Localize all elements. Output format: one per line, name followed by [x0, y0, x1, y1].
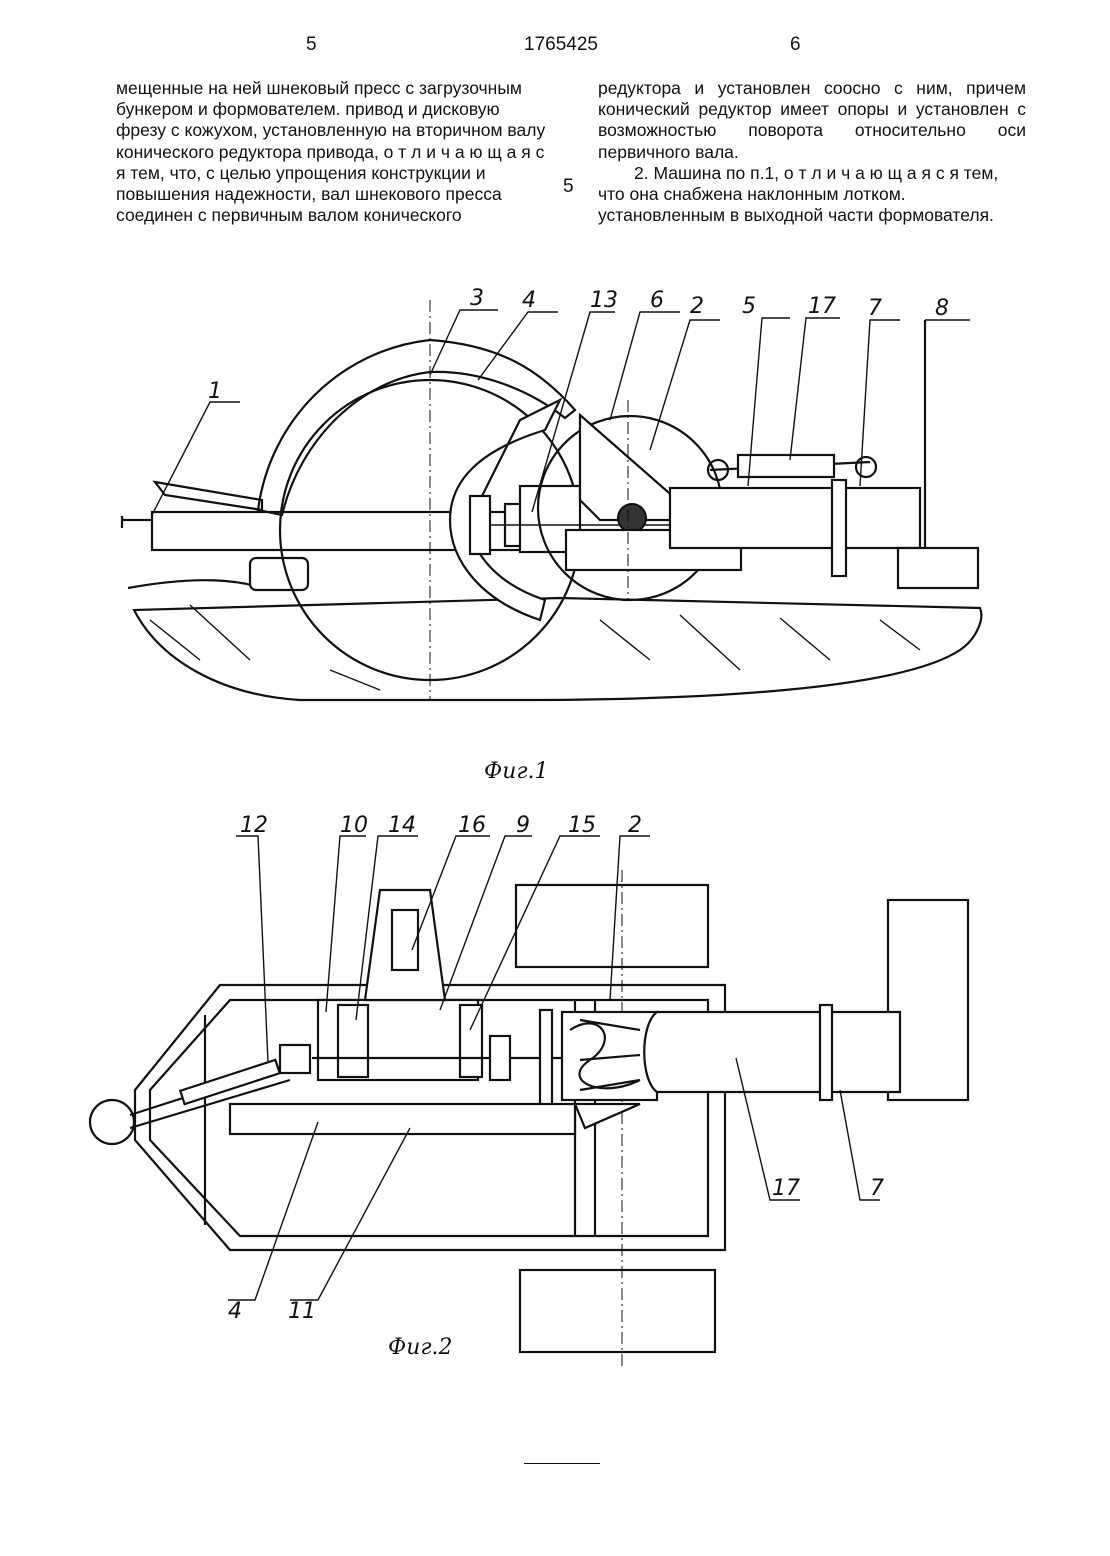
claim-1-ending: редуктора и установлен соосно с ним, при… [598, 78, 1026, 163]
figure-1-drawing: 1 3 4 13 6 2 5 17 7 8 Фиг.1 [0, 280, 1110, 800]
plate [540, 1010, 552, 1114]
page-number-left: 5 [306, 34, 317, 56]
universal-joint [280, 1045, 310, 1073]
bearing-left [338, 1005, 368, 1077]
output-chute [898, 548, 978, 588]
coupling [490, 1036, 510, 1080]
fig1-label-17: 17 [808, 294, 836, 319]
wheel-top [516, 885, 708, 967]
ground-surface-left [128, 580, 270, 590]
hydraulic-link [155, 482, 262, 510]
clamp-band [832, 480, 846, 576]
bottom-rule [524, 1463, 600, 1464]
fig2-label-11: 11 [288, 1299, 316, 1324]
fig2-label-7: 7 [870, 1176, 884, 1201]
figure-2-caption: Фиг.2 [388, 1335, 453, 1360]
patent-number: 1765425 [524, 34, 598, 56]
bearing-right [460, 1005, 482, 1077]
figure-1-caption: Фиг.1 [484, 759, 549, 784]
former-tube [644, 1012, 900, 1092]
fig1-label-1: 1 [208, 379, 222, 404]
former-band [820, 1005, 832, 1100]
fig1-label-7: 7 [868, 296, 882, 321]
ground-body [134, 598, 981, 700]
fig1-label-4: 4 [522, 288, 536, 313]
fig2-label-4: 4 [228, 1299, 242, 1324]
left-column: мещенные на ней шнековый пресс с загрузо… [116, 78, 546, 226]
fig2-label-14: 14 [388, 815, 416, 838]
cylinder-body [738, 455, 834, 477]
wheel-bottom [520, 1270, 715, 1352]
fig1-label-13: 13 [590, 288, 618, 313]
fig2-label-16: 16 [458, 815, 486, 838]
right-column: редуктора и установлен соосно с ним, при… [598, 78, 1026, 226]
left-column-text: мещенные на ней шнековый пресс с загрузо… [116, 78, 546, 226]
former-tube [670, 488, 920, 548]
disc-cutter-plan [230, 1104, 575, 1134]
hitch-eye [90, 1100, 134, 1144]
fig1-label-6: 6 [650, 288, 664, 313]
support-cylinder [392, 910, 418, 970]
fig2-label-12: 12 [240, 815, 268, 838]
support-skid [250, 558, 308, 590]
fig2-label-2: 2 [628, 815, 642, 838]
fig1-label-5: 5 [742, 294, 756, 319]
page-number-right: 6 [790, 34, 801, 56]
fig2-label-17: 17 [772, 1176, 800, 1201]
claim-2: 2. Машина по п.1, о т л и ч а ю щ а я с … [598, 163, 1026, 227]
reducer-axle [618, 504, 646, 532]
frame-hitch [122, 516, 152, 528]
fig2-label-10: 10 [340, 815, 368, 838]
fig1-label-8: 8 [935, 296, 949, 321]
figure-2-drawing: 12 10 14 16 9 15 2 17 7 4 11 Фиг.2 [0, 815, 1110, 1375]
coupling-1 [470, 496, 490, 554]
line-number: 5 [563, 176, 574, 198]
fig2-label-9: 9 [516, 815, 530, 838]
fig1-label-2: 2 [690, 294, 704, 319]
fig1-label-3: 3 [470, 286, 484, 311]
fig2-label-15: 15 [568, 815, 596, 838]
